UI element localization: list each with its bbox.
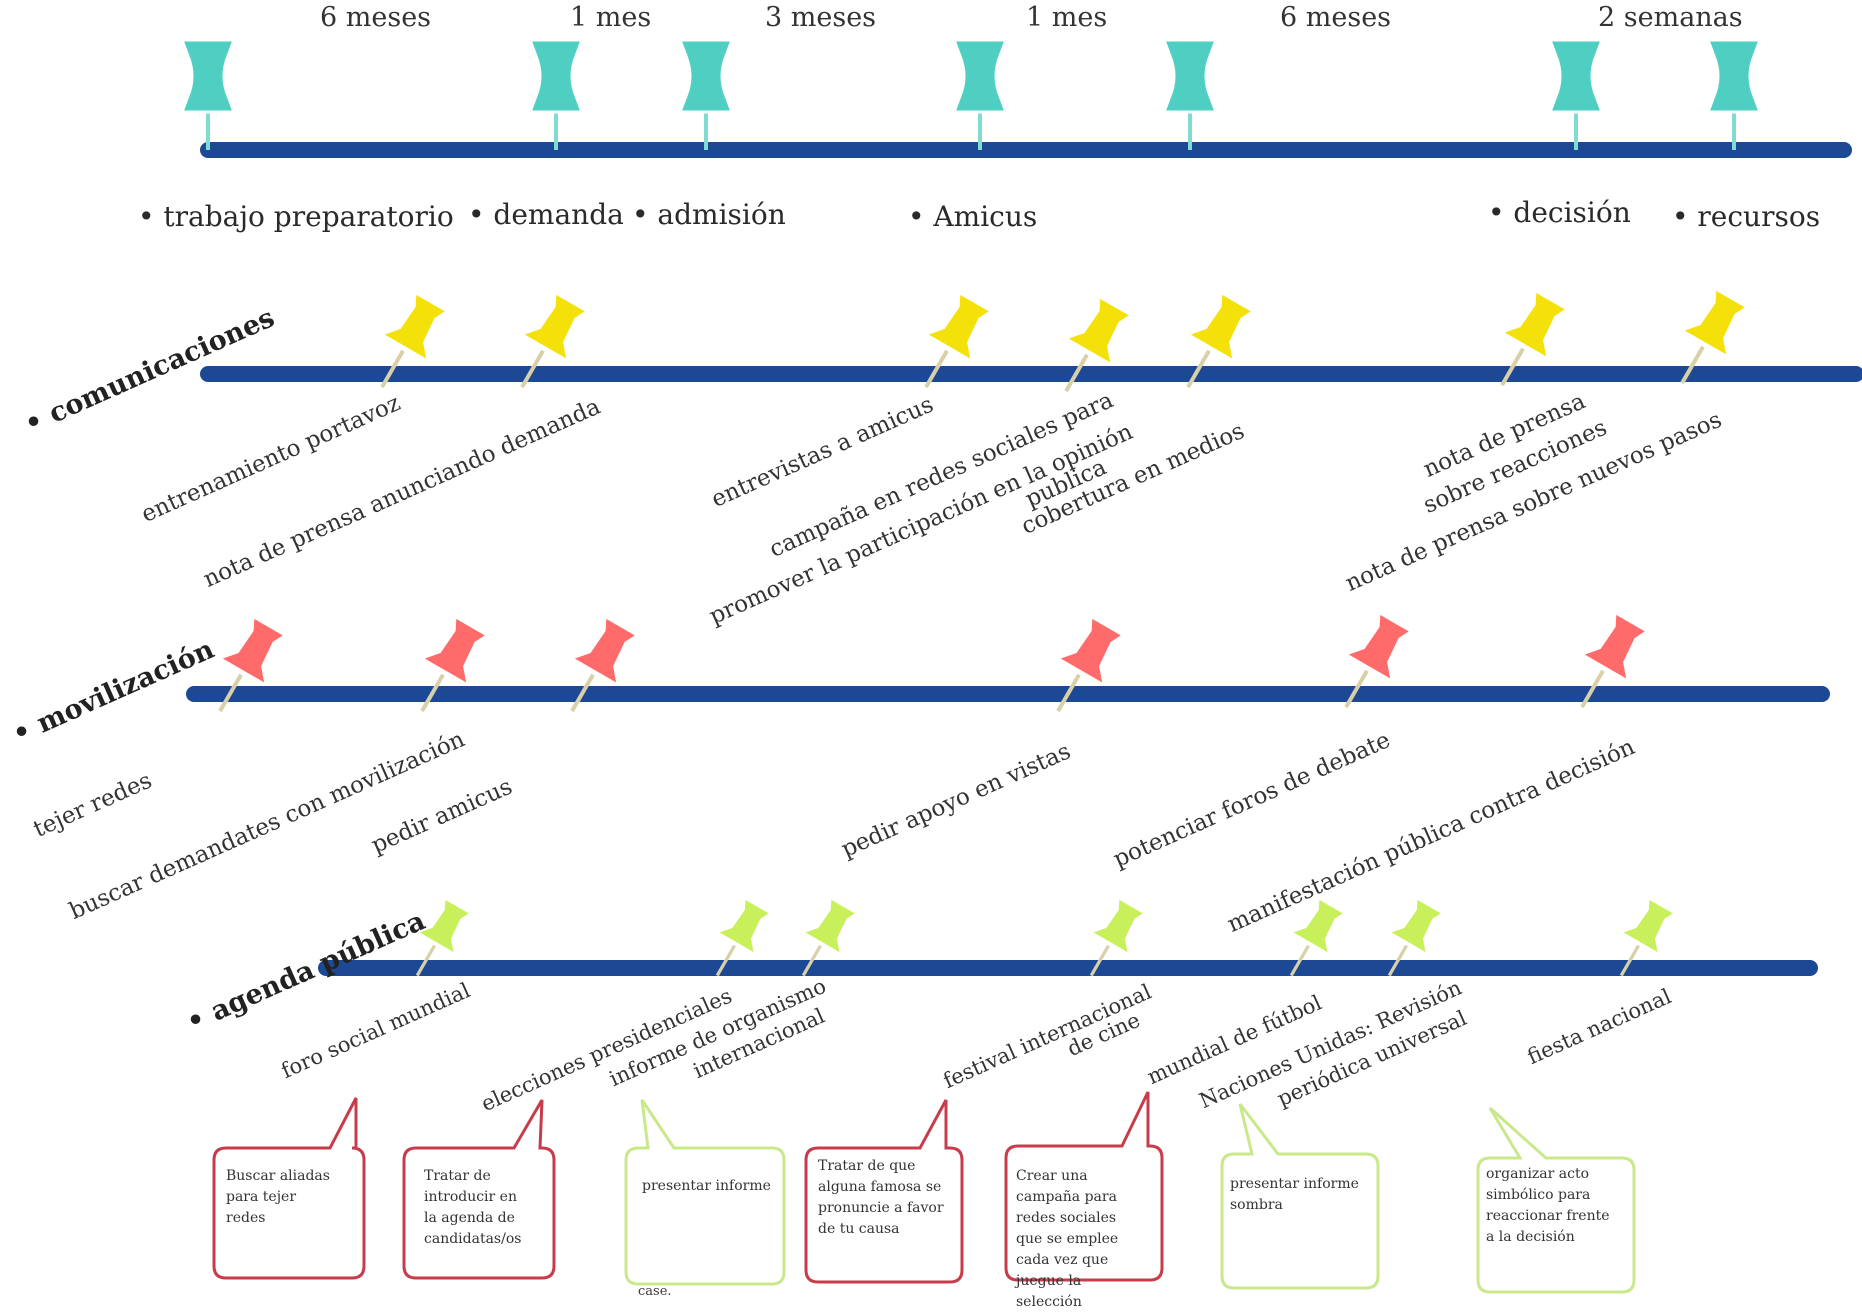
- phase-label: • admisión: [632, 198, 786, 231]
- thumbtack-icon: [1344, 611, 1413, 709]
- note-bubble: [804, 1099, 964, 1284]
- note-bubble: [1476, 1106, 1636, 1294]
- note-text: Crear una campaña para redes sociales qu…: [1016, 1168, 1119, 1310]
- thumbtack-icon: [1387, 897, 1444, 977]
- note-text: Tratar de que alguna famosa se pronuncie…: [818, 1158, 944, 1237]
- duration-label: 3 meses: [765, 2, 877, 33]
- note-text: Tratar de introducir en la agenda de can…: [424, 1168, 522, 1247]
- note-bubble: [624, 1099, 786, 1286]
- note-bubble: [1220, 1103, 1380, 1290]
- thumbtack-icon: [1056, 615, 1125, 713]
- phase-text: trabajo preparatorio: [163, 200, 454, 233]
- thumbtack-icon: [520, 291, 589, 389]
- thumbtack-icon: [1089, 897, 1146, 977]
- thumbtack-icon: [715, 897, 772, 977]
- pushpin-icon: [951, 38, 1009, 150]
- phase-label: • Amicus: [908, 200, 1038, 233]
- phase-text: decisión: [1513, 196, 1631, 229]
- phase-label: • decisión: [1488, 196, 1631, 229]
- thumbtack-icon: [1680, 287, 1749, 385]
- phase-label: • trabajo preparatorio: [138, 200, 454, 233]
- note-text: presentar informe sombra: [1230, 1176, 1359, 1213]
- note-bubble: [212, 1097, 366, 1280]
- duration-label: 1 mes: [570, 2, 652, 33]
- phase-text: recursos: [1697, 200, 1821, 233]
- thumbtack-icon: [415, 897, 472, 977]
- thumbtack-icon: [570, 615, 639, 713]
- thumbtack-icon: [380, 291, 449, 389]
- thumbtack-icon: [1289, 897, 1346, 977]
- thumbtack-icon: [801, 897, 858, 977]
- note-text: Buscar aliadas para tejer redes: [226, 1168, 330, 1226]
- phase-label: • recursos: [1672, 200, 1821, 233]
- note-text: presentar informe: [642, 1178, 771, 1194]
- note-bubble: [1004, 1091, 1164, 1282]
- phase-text: admisión: [657, 198, 786, 231]
- pushpin-icon: [677, 38, 735, 150]
- thumbtack-icon: [924, 291, 993, 389]
- phase-label: • demanda: [468, 198, 624, 231]
- thumbtack-icon: [1186, 291, 1255, 389]
- thumbtack-icon: [1580, 611, 1649, 709]
- pushpin-icon: [179, 38, 237, 150]
- thumbtack-icon: [1500, 289, 1569, 387]
- stray-text: case.: [638, 1284, 672, 1299]
- note-bubble: [402, 1099, 556, 1280]
- duration-label: 6 meses: [320, 2, 432, 33]
- note-text: organizar acto simbólico para reaccionar…: [1486, 1166, 1610, 1245]
- thumbtack-icon: [1619, 897, 1676, 977]
- phase-text: demanda: [493, 198, 624, 231]
- phase-text: Amicus: [933, 200, 1038, 233]
- duration-label: 6 meses: [1280, 2, 1392, 33]
- duration-label: 2 semanas: [1598, 2, 1743, 33]
- pushpin-icon: [1547, 38, 1605, 150]
- pushpin-icon: [1705, 38, 1763, 150]
- pushpin-icon: [527, 38, 585, 150]
- thumbtack-icon: [420, 615, 489, 713]
- thumbtack-icon: [218, 615, 287, 713]
- duration-label: 1 mes: [1026, 2, 1108, 33]
- pushpin-icon: [1161, 38, 1219, 150]
- thumbtack-icon: [1064, 295, 1133, 393]
